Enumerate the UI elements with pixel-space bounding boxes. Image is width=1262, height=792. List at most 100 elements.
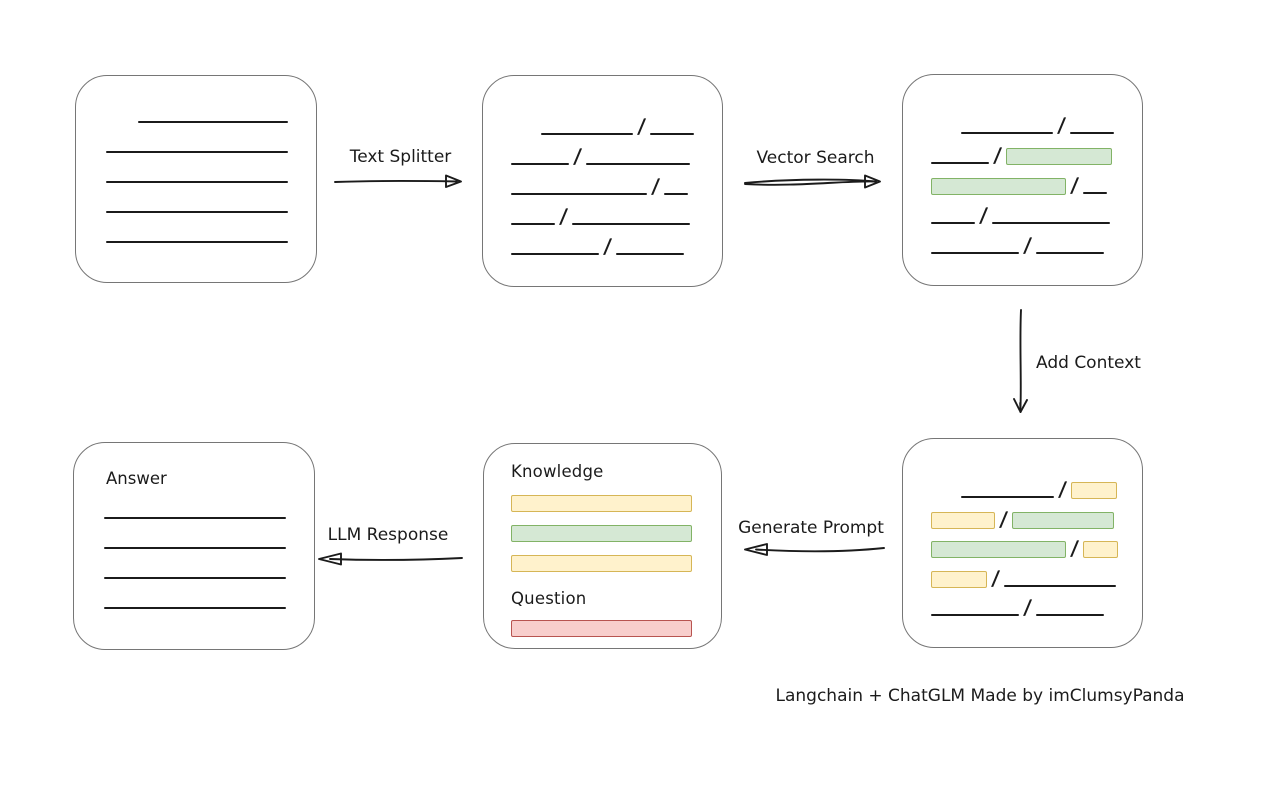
slash-separator: / — [636, 114, 647, 138]
chunk-row: / — [931, 595, 1120, 619]
text-line — [104, 547, 286, 549]
label-add-context: Add Context — [1036, 353, 1141, 373]
context-chunk-rows: / / / / / — [903, 439, 1142, 647]
text-line — [104, 607, 286, 609]
text-line — [104, 577, 286, 579]
text-segment-line — [541, 133, 633, 135]
chunk-row: / — [931, 233, 1120, 257]
text-segment-line — [992, 222, 1111, 224]
green-chunk-chip — [1012, 511, 1115, 529]
text-segment-line — [1036, 614, 1105, 616]
slash-separator: / — [978, 203, 989, 227]
slash-separator: / — [1069, 173, 1080, 197]
knowledge-bars — [511, 495, 692, 572]
chunk-row: / — [511, 174, 700, 198]
label-generate-prompt: Generate Prompt — [738, 518, 884, 538]
answer-title: Answer — [106, 469, 167, 488]
node-source-document — [75, 75, 317, 283]
question-title: Question — [511, 589, 587, 608]
text-line — [138, 121, 288, 123]
yellow-bar — [511, 555, 692, 572]
split-chunk-rows: / / / / / — [483, 76, 722, 286]
chunk-row: / — [931, 506, 1120, 531]
text-segment-line — [961, 132, 1053, 134]
text-segment-line — [586, 163, 691, 165]
slash-separator: / — [1022, 595, 1033, 619]
text-segment-line — [1036, 252, 1105, 254]
slash-separator: / — [572, 144, 583, 168]
chunk-row: / — [931, 143, 1120, 167]
chunk-row: / — [931, 113, 1120, 137]
chunk-row: / — [511, 234, 700, 258]
row-indent — [931, 134, 961, 135]
chunk-row: / — [511, 204, 700, 228]
green-chunk-chip — [1006, 148, 1113, 165]
text-line — [106, 211, 288, 213]
chunk-row: / — [511, 144, 700, 168]
add-context-arrow — [1013, 309, 1028, 413]
text-line — [104, 517, 286, 519]
document-lines — [106, 121, 288, 271]
text-splitter-arrow — [334, 174, 462, 188]
label-llm-response: LLM Response — [327, 525, 449, 545]
chunk-row: / — [931, 477, 1120, 501]
text-segment-line — [616, 253, 685, 255]
node-context-chunks: / / / / / — [902, 438, 1143, 648]
yellow-chunk-chip — [1083, 541, 1119, 558]
generate-prompt-arrow — [744, 543, 885, 556]
answer-lines — [104, 517, 286, 637]
yellow-bar — [511, 495, 692, 512]
label-vector-search: Vector Search — [756, 148, 875, 168]
node-split-chunks: / / / / / — [482, 75, 723, 287]
question-bars — [511, 620, 692, 637]
text-segment-line — [511, 253, 599, 255]
slash-separator: / — [650, 174, 661, 198]
text-line — [106, 181, 288, 183]
yellow-chunk-chip — [931, 511, 995, 529]
chunk-row: / — [931, 203, 1120, 227]
text-segment-line — [650, 133, 695, 135]
text-segment-line — [511, 193, 647, 195]
node-prompt: Knowledge Question — [483, 443, 722, 649]
text-segment-line — [1070, 132, 1115, 134]
chunk-row: / — [931, 536, 1120, 560]
red-bar — [511, 620, 692, 637]
row-indent — [931, 498, 961, 499]
slash-separator: / — [1022, 233, 1033, 257]
green-bar — [511, 525, 692, 542]
node-answer: Answer — [73, 442, 315, 650]
text-line — [106, 151, 288, 153]
diagram-caption: Langchain + ChatGLM Made by imClumsyPand… — [775, 686, 1185, 706]
green-chunk-chip — [931, 178, 1066, 195]
chunk-row: / — [931, 173, 1120, 197]
slash-separator: / — [1069, 536, 1080, 560]
slash-separator: / — [990, 565, 1001, 590]
text-segment-line — [1083, 192, 1108, 194]
text-segment-line — [572, 223, 691, 225]
text-line — [106, 241, 288, 243]
text-segment-line — [931, 162, 989, 164]
text-segment-line — [511, 223, 555, 225]
slash-separator: / — [1057, 477, 1068, 501]
text-segment-line — [511, 163, 569, 165]
slash-separator: / — [992, 143, 1003, 167]
chunk-row: / — [511, 114, 700, 138]
slash-separator: / — [998, 506, 1009, 531]
green-chunk-chip — [931, 541, 1066, 558]
text-segment-line — [1004, 584, 1117, 587]
text-segment-line — [931, 252, 1019, 254]
label-text-splitter: Text Splitter — [349, 147, 452, 167]
node-vector-search-results: / / / / / — [902, 74, 1143, 286]
text-segment-line — [961, 496, 1054, 498]
knowledge-title: Knowledge — [511, 462, 604, 481]
text-segment-line — [931, 222, 975, 224]
yellow-chunk-chip — [1071, 482, 1118, 499]
vector-search-arrow — [744, 174, 881, 189]
prompt-content: Knowledge Question — [484, 444, 721, 648]
slash-separator: / — [1056, 113, 1067, 137]
slash-separator: / — [558, 204, 569, 228]
text-segment-line — [931, 614, 1019, 616]
chunk-row: / — [931, 565, 1120, 590]
llm-response-arrow — [318, 552, 463, 566]
